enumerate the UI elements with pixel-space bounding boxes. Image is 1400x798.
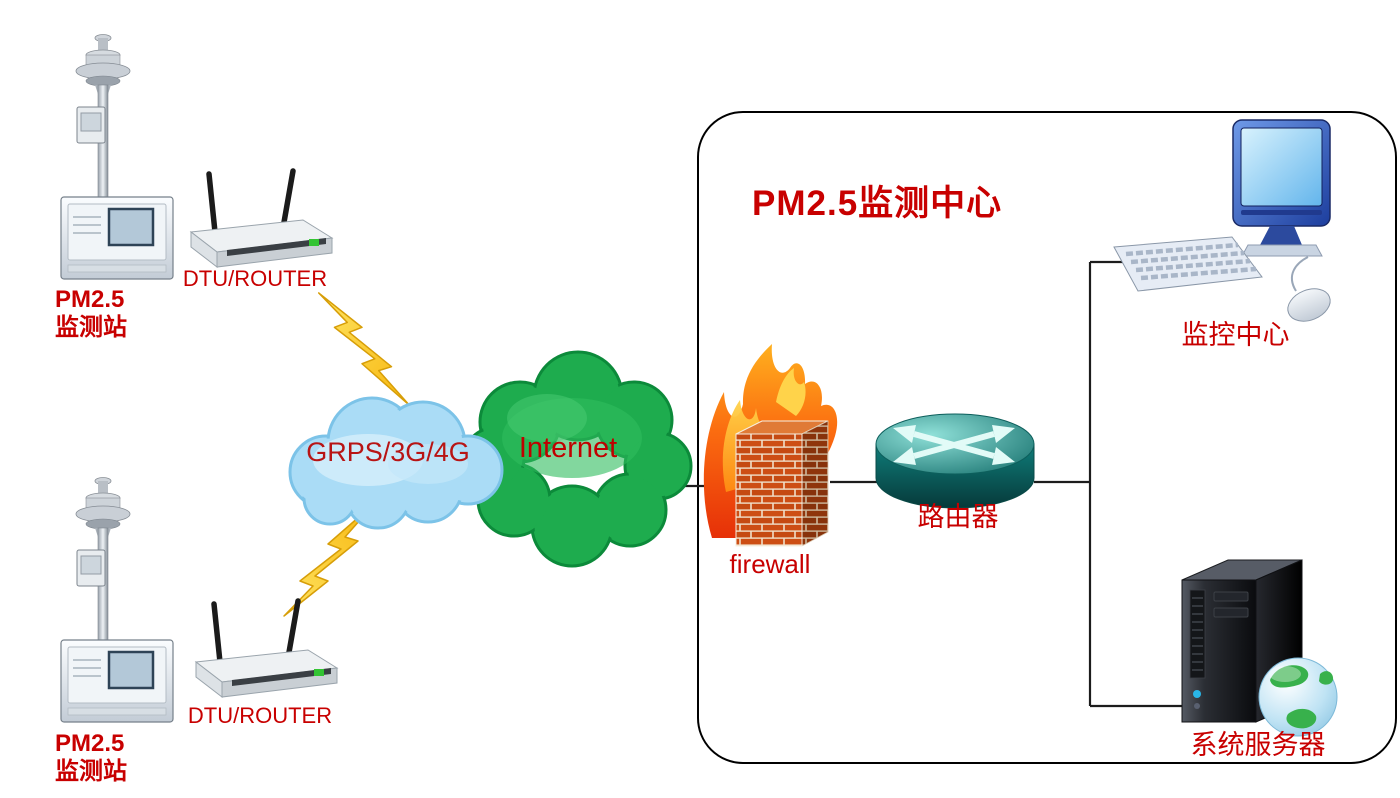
server-icon bbox=[1181, 559, 1338, 737]
dtu-router-top-icon bbox=[185, 162, 335, 272]
dtu-top-label: DTU/ROUTER bbox=[182, 266, 328, 291]
station-bottom-label-line1: PM2.5 bbox=[55, 730, 125, 757]
station-top-label-line2: 监测站 bbox=[55, 314, 127, 341]
dtu-bottom-label: DTU/ROUTER bbox=[187, 703, 333, 728]
monitoring-center-box bbox=[697, 111, 1397, 764]
station-top-label-line1: PM2.5 bbox=[55, 286, 125, 313]
pm25-station-top-icon bbox=[35, 25, 175, 290]
monitor-computer-icon bbox=[1113, 119, 1331, 322]
firewall-icon bbox=[703, 344, 838, 547]
firewall-label: firewall bbox=[729, 549, 811, 579]
gprs-cloud-label: GRPS/3G/4G bbox=[306, 437, 470, 467]
page-title: PM2.5监测中心 bbox=[752, 184, 1003, 223]
gprs-cloud bbox=[288, 396, 504, 530]
station-bottom-label-line2: 监测站 bbox=[55, 758, 127, 785]
monitor-center-label: 监控中心 bbox=[1181, 320, 1290, 350]
internet-cloud-label: Internet bbox=[518, 432, 618, 464]
dtu-router-bottom-icon bbox=[190, 592, 340, 702]
core-router-label: 路由器 bbox=[917, 502, 999, 532]
pm25-station-bottom-icon bbox=[35, 468, 175, 733]
station-bottom-label: PM2.5 监测站 bbox=[55, 730, 127, 786]
station-top-label: PM2.5 监测站 bbox=[55, 286, 127, 342]
server-label: 系统服务器 bbox=[1190, 730, 1326, 760]
core-router-icon bbox=[875, 413, 1035, 509]
